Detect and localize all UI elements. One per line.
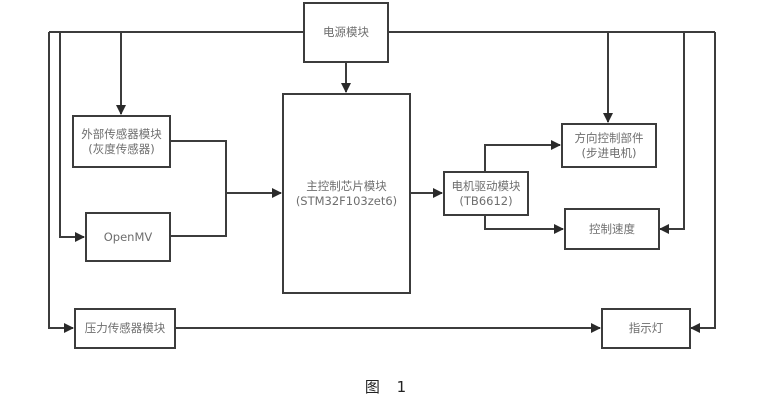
speed-control-node: 控制速度 <box>564 208 660 250</box>
node-label: 电源模块 <box>323 25 369 39</box>
node-label: 方向控制部件 <box>574 130 644 145</box>
node-sublabel: (TB6612) <box>459 193 513 208</box>
node-label: 指示灯 <box>628 321 664 335</box>
motor-driver-node: 电机驱动模块 (TB6612) <box>443 171 529 216</box>
node-sublabel: (灰度传感器) <box>88 141 155 156</box>
node-sublabel: (步进电机) <box>581 145 637 160</box>
indicator-light-node: 指示灯 <box>601 308 691 349</box>
node-label: 主控制芯片模块 <box>306 178 387 193</box>
node-sublabel: (STM32F103zet6) <box>295 193 398 208</box>
node-label: 电机驱动模块 <box>451 178 521 193</box>
node-label: 外部传感器模块 <box>81 126 162 141</box>
node-label: 控制速度 <box>589 221 635 236</box>
figure-caption: 图 1 <box>364 378 413 396</box>
external-sensor-node: 外部传感器模块 (灰度传感器) <box>72 115 171 168</box>
edge-power-openmv <box>59 32 85 242</box>
edge-motor-direction <box>484 140 561 171</box>
edge-ext-sensor-junction <box>170 140 227 237</box>
node-label: 压力传感器模块 <box>84 321 166 335</box>
openmv-node: OpenMV <box>85 212 171 262</box>
edge-power-speed <box>659 32 685 234</box>
pressure-sensor-node: 压力传感器模块 <box>74 308 176 349</box>
node-label: OpenMV <box>103 229 153 244</box>
direction-control-node: 方向控制部件 (步进电机) <box>561 123 657 168</box>
edge-motor-speed <box>484 215 564 234</box>
edge-power-pressure <box>48 32 74 333</box>
edge-power-indicator <box>690 32 716 333</box>
mcu-node: 主控制芯片模块 (STM32F103zet6) <box>282 93 411 294</box>
power-module-node: 电源模块 <box>303 2 389 63</box>
